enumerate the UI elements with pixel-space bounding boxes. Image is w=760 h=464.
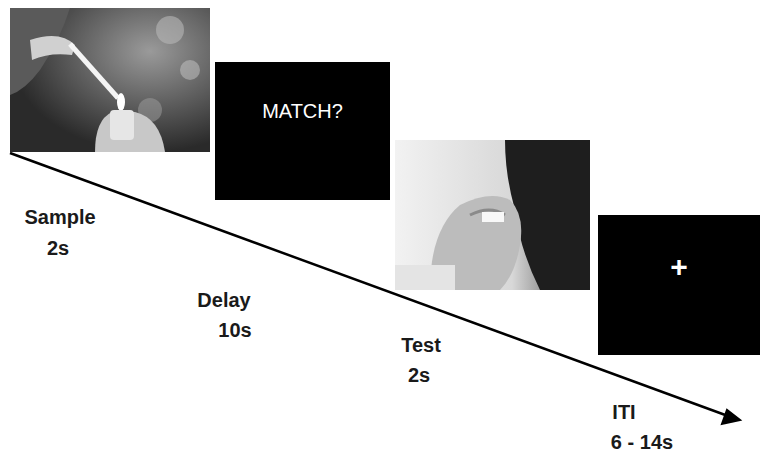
phase-label: Delay bbox=[197, 289, 250, 312]
phase-label: 10s bbox=[218, 319, 251, 342]
phase-label: 6 - 14s bbox=[611, 431, 673, 454]
test-photo bbox=[395, 140, 590, 290]
sample-photo bbox=[10, 8, 210, 152]
screen-text: + bbox=[670, 250, 688, 284]
black-screen: MATCH? bbox=[215, 62, 390, 200]
phase-label: 2s bbox=[47, 237, 69, 260]
black-screen: + bbox=[598, 215, 760, 355]
phase-label: ITI bbox=[612, 401, 635, 424]
phase-label: Sample bbox=[24, 206, 95, 229]
phase-label: Test bbox=[401, 334, 441, 357]
screen-text: MATCH? bbox=[262, 100, 343, 123]
phase-label: 2s bbox=[408, 364, 430, 387]
